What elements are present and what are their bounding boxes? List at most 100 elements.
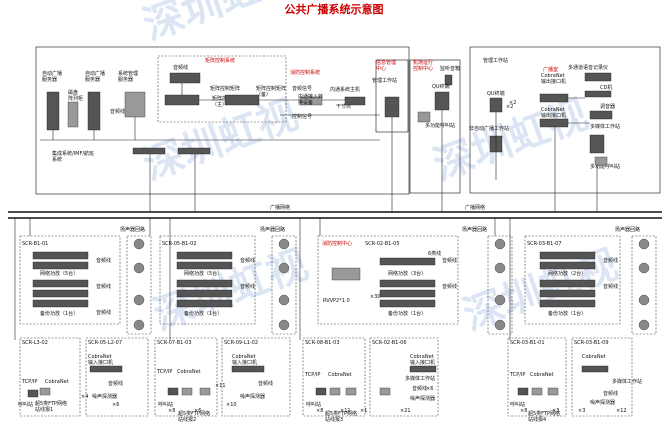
sub-zone-6-multi: 多媒体工作站	[405, 375, 435, 382]
sub-zone-1-paging-device	[27, 389, 39, 398]
sub-zone-1-note: 超5类FTP网络站线报1	[35, 400, 67, 413]
server-mgmt: 系统管理服务器	[118, 70, 146, 118]
zone-2-speaker-loop: 扬声器回路	[260, 226, 285, 233]
sub-zone-4-port-device	[231, 365, 265, 373]
sub-zone-4-x11: ×11	[215, 383, 226, 389]
multi-paging-device	[417, 111, 431, 123]
sub-zone-7-x3: ×3	[552, 408, 559, 414]
magnetic-array: 磁盘阵列柜	[67, 89, 83, 128]
network-label-2: 广播网络	[465, 204, 485, 211]
control-room-frame	[35, 46, 410, 195]
zone-4-audio-line-1: 音频线	[603, 257, 618, 264]
zone-1-cabinet: SCR-B1-01	[22, 241, 48, 247]
zone-4-speaker-2	[638, 262, 650, 274]
sub-zone-5-cobranet: CobraNet	[328, 372, 352, 378]
zone-4-amp-c	[539, 279, 596, 288]
sub-zone-5-cab: SCR-08-B1-03	[305, 340, 340, 346]
zone-4-speaker-4	[638, 319, 650, 331]
zone-4: SCR-03-B1-07 网络功放（2台） 备份功放（1台） 音频线 音频线 扬…	[524, 226, 657, 335]
zone-2-backup-label: 备份功放（1台）	[184, 310, 222, 317]
sub-zone-4-frame	[221, 337, 291, 417]
server-auto-1: 自动广播服务器	[42, 70, 62, 131]
server-auto2-label: 自动广播服务器	[85, 70, 105, 83]
zone-4-speaker-3	[638, 294, 650, 306]
zone-3-amp-b	[379, 279, 436, 288]
zone-1-audio-line-3: 音频线	[96, 309, 111, 316]
zone-4-amp-b	[539, 261, 596, 270]
zone-2-amp-a	[176, 251, 233, 260]
zone-3-speaker-1	[494, 238, 506, 250]
sub-zone-7-paging: 呼叫站	[510, 401, 525, 408]
cd-player-label: CD机	[600, 84, 612, 91]
zone-1-speaker-3	[133, 294, 145, 306]
zone-3-fire-center: 消防控制中心	[322, 240, 352, 247]
zone-1-amp-b	[32, 261, 89, 270]
multi-media-ws-label: 多媒体工作站	[590, 123, 620, 130]
sub-zone-5-x1: ×1	[360, 408, 367, 414]
zone-1-backup-label: 备份功放（1台）	[40, 310, 78, 317]
internal-access-label: 内通接入转换设备	[298, 93, 323, 106]
fire-alarm-label: 消防控制系统	[290, 69, 320, 76]
multichannel-rec-device	[584, 72, 612, 82]
zone-3-fire-device	[331, 267, 361, 281]
zone-3-audio-line-2: 音频线	[442, 283, 457, 290]
broadcast-room-label: 广播室	[543, 66, 558, 73]
zone-1-speaker-frame	[126, 235, 152, 335]
sub-zone-8-x3: ×3	[578, 408, 585, 414]
zone-4-cabinet: SCR-03-B1-07	[527, 241, 562, 247]
broadcast-room-frame	[469, 46, 661, 194]
zone-2-audio-line-1: 音频线	[240, 257, 255, 264]
sub-zone-5-tcp: TCP/IP	[304, 372, 320, 378]
sub-zone-7-cab: SCR-03-B1-01	[510, 340, 545, 346]
qu-terminal-device	[434, 91, 450, 111]
sub-zone-4-audio: 音频线	[258, 380, 273, 387]
multi-paging2-device	[594, 156, 608, 166]
sub-zone-6-port-device	[409, 365, 437, 373]
intercom-host-device	[344, 96, 366, 106]
zone-3-speaker-2	[494, 262, 506, 274]
zone-1-audio-line-1: 音频线	[96, 257, 111, 264]
info-mgmt-ws-label: 管理工作站	[372, 77, 397, 84]
server-auto1-label: 自动广播服务器	[42, 70, 62, 83]
sub-zone-1-cobranet: CobraNet	[45, 379, 69, 385]
sub-zone-5-paging: 呼叫站	[306, 401, 321, 408]
zone-1-audio-line-2: 音频线	[96, 283, 111, 290]
sub-zone-8-port-device	[581, 365, 609, 373]
audio-freq-label: 音频线	[110, 108, 125, 115]
sub-zone-5-paging-device	[315, 387, 327, 396]
tuner-label: 调音器	[600, 103, 615, 110]
zone-3-speaker-4	[494, 319, 506, 331]
multi-media-ws-device	[589, 134, 605, 154]
sub-zone-3-note: 超5类FTP网络站线报2	[178, 410, 210, 423]
zone-1-speaker-2	[133, 262, 145, 274]
sub-zone-5-x8: ×8	[316, 408, 323, 414]
zone-3-amp-a	[379, 257, 436, 266]
info-mgmt-ws-device	[384, 96, 400, 118]
zone-1-speaker-4	[133, 319, 145, 331]
sub-zone-3-x8: ×8	[168, 408, 175, 414]
zone-4-amp-d	[539, 289, 596, 298]
sub-zone-6-detector: 噪声探测器	[410, 395, 435, 402]
sub-zone-3-paging: 呼叫站	[158, 401, 173, 408]
sub-zone-7-tcp: TCP/IP	[509, 372, 525, 378]
zone-2: SCR-05-B1-02 网络功放（5台） 备份功放（1台） 音频线 音频线 扬…	[159, 226, 297, 335]
zone-3-six-cat: 6类线	[428, 250, 441, 257]
zone-1-amp-net-label: 网络功放（5台）	[40, 270, 78, 277]
cobranet-port2-device	[539, 118, 569, 128]
sub-zone-7-note: 超5类FTP网络站线报4	[528, 410, 560, 423]
zone-3-rvvp: RVVP2*1.0	[323, 298, 350, 304]
sub-zone-3-x6: ×6	[194, 408, 201, 414]
sub-zone-3-paging-device	[167, 387, 179, 396]
zone-4-amp-e	[539, 299, 596, 308]
server-auto-2: 自动广播服务器	[85, 70, 105, 131]
integrated-sys-label: 集成系统/IMF/航班系统	[52, 150, 94, 163]
zone-1-amp-a	[32, 251, 89, 260]
zone-1-speaker-1	[133, 238, 145, 250]
zone-4-speaker-frame	[631, 235, 657, 335]
zone-4-audio-line-2: 音频线	[603, 283, 618, 290]
sub-zone-1-cab: SCR-L3-02	[22, 340, 48, 346]
sub-zone-4-x10: ×10	[226, 402, 237, 408]
